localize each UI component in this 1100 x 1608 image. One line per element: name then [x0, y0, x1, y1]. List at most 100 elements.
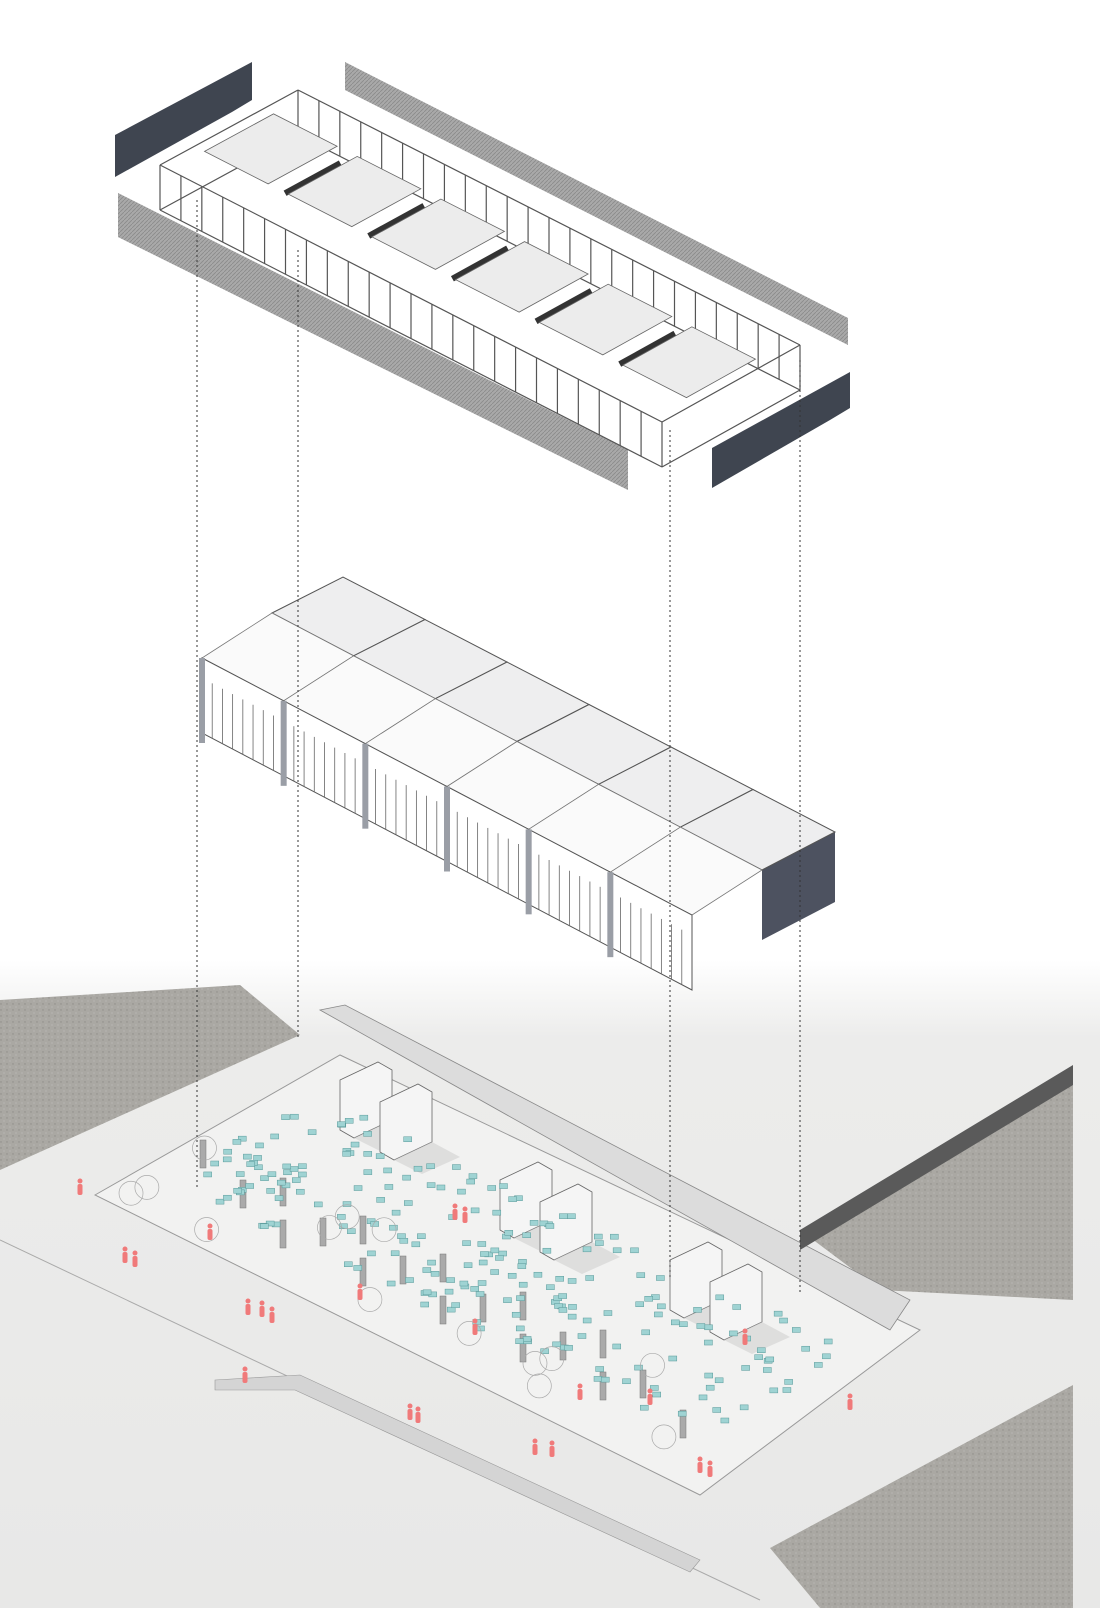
person-figure: [122, 1252, 128, 1263]
right-long-wall: [345, 62, 848, 345]
person-figure: [242, 1366, 248, 1372]
table-set: [281, 1114, 290, 1120]
table-set: [468, 1173, 478, 1179]
table-set: [337, 1121, 346, 1127]
tree: [192, 1135, 217, 1161]
tree: [539, 1346, 565, 1371]
table-set: [671, 1319, 680, 1326]
table-set: [403, 1136, 412, 1143]
table-set: [540, 1348, 549, 1354]
table-set: [529, 1220, 539, 1226]
table-set: [292, 1177, 301, 1183]
table-set: [641, 1329, 650, 1336]
person-figure: [415, 1412, 421, 1423]
table-set: [757, 1347, 766, 1354]
table-set: [404, 1200, 413, 1206]
table-set: [290, 1113, 299, 1120]
table-set: [522, 1336, 532, 1342]
table-set: [704, 1339, 713, 1346]
tree: [526, 1373, 552, 1399]
table-set: [585, 1275, 594, 1281]
person-figure: [207, 1229, 213, 1240]
frame-beam-top: [159, 89, 299, 166]
ground-column: [599, 1329, 607, 1359]
person-figure: [122, 1246, 128, 1252]
skylight-panel: [538, 283, 673, 356]
person-figure: [259, 1300, 265, 1306]
person-figure: [415, 1406, 421, 1412]
person-figure: [707, 1460, 713, 1466]
table-set: [741, 1365, 750, 1371]
person-figure: [452, 1209, 458, 1220]
table-set: [203, 1171, 212, 1178]
table-set: [426, 1163, 435, 1169]
tree: [357, 1287, 383, 1312]
table-set: [495, 1255, 504, 1261]
table-set: [246, 1161, 255, 1167]
table-set: [363, 1151, 373, 1157]
table-set: [370, 1221, 379, 1227]
textured-ground-left: [0, 985, 300, 1170]
table-set: [210, 1160, 219, 1167]
table-set: [490, 1247, 500, 1254]
table-set: [475, 1291, 485, 1297]
person-figure: [207, 1223, 213, 1229]
table-set: [612, 1247, 622, 1254]
ground-column: [359, 1257, 367, 1287]
roof-gutter: [450, 245, 510, 282]
person-figure: [245, 1298, 251, 1304]
table-set: [459, 1280, 469, 1287]
table-set: [507, 1272, 517, 1279]
table-set: [739, 1404, 749, 1411]
person-figure: [77, 1184, 83, 1195]
table-set: [470, 1207, 480, 1214]
tree: [456, 1321, 482, 1346]
module-column: [362, 743, 369, 829]
table-set: [567, 1278, 577, 1284]
table-set: [564, 1345, 573, 1351]
pavilion-shadow: [394, 1142, 460, 1174]
table-set: [397, 1233, 406, 1239]
person-figure: [452, 1203, 458, 1209]
person-figure: [269, 1306, 275, 1312]
table-set: [446, 1277, 455, 1283]
person-figure: [132, 1250, 138, 1256]
table-set: [270, 1133, 279, 1140]
table-set: [376, 1197, 385, 1203]
roof-structure-layer: [115, 62, 850, 490]
table-set: [779, 1317, 788, 1324]
person-figure: [407, 1403, 413, 1409]
table-set: [235, 1171, 245, 1177]
frame-beam-bottom: [661, 389, 801, 468]
table-set: [480, 1251, 489, 1257]
table-set: [314, 1201, 323, 1208]
table-set: [353, 1265, 363, 1271]
person-figure: [647, 1388, 653, 1394]
ground-column: [439, 1295, 447, 1325]
table-set: [470, 1286, 479, 1292]
table-set: [696, 1323, 706, 1329]
table-set: [635, 1301, 644, 1307]
table-set: [444, 1288, 454, 1295]
ground-column: [279, 1219, 287, 1249]
projection-lines: [196, 200, 801, 1295]
table-set: [266, 1188, 275, 1194]
table-set: [391, 1209, 401, 1216]
table-set: [546, 1284, 555, 1290]
table-set: [693, 1307, 702, 1313]
table-set: [452, 1164, 461, 1170]
table-set: [545, 1223, 555, 1229]
table-set: [420, 1301, 429, 1308]
person-figure: [462, 1206, 468, 1212]
table-set: [732, 1304, 741, 1310]
table-set: [677, 1410, 687, 1417]
table-set: [515, 1325, 525, 1332]
table-set: [644, 1296, 653, 1302]
roof-gutter: [367, 203, 426, 239]
table-set: [595, 1240, 604, 1246]
ground-column: [479, 1293, 487, 1323]
table-set: [446, 1306, 456, 1313]
table-set: [516, 1295, 525, 1301]
table-set: [492, 1209, 502, 1216]
